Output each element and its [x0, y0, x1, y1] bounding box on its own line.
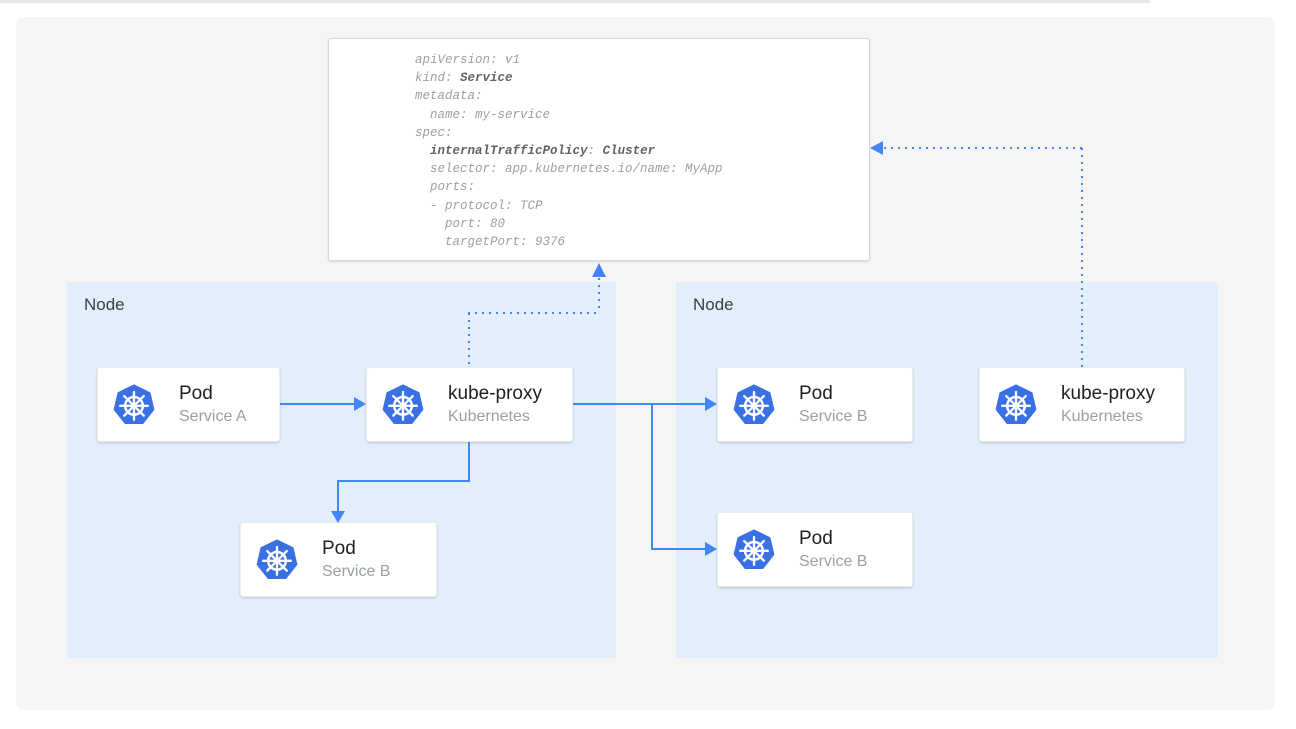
card-title: Pod [799, 528, 833, 549]
card-subtitle: Kubernetes [448, 408, 530, 425]
yaml-line: targetPort: 9376 [415, 235, 566, 250]
yaml-code-lines: apiVersion: v1 kind: Service metadata: nam… [415, 51, 859, 251]
yaml-line: port: 80 [415, 216, 506, 231]
arrow-pod-a-to-kube-proxy [280, 403, 354, 405]
yaml-line: apiVersion: v1 [415, 53, 521, 67]
arrow-kube-proxy-to-pod-b-left [468, 442, 470, 482]
arrowhead-kube-proxy-to-pod-b-right-top [705, 397, 717, 411]
diagram-canvas: apiVersion: v1 kind: Service metadata: nam… [16, 17, 1275, 710]
arrow-kube-proxy-to-pod-b-left [337, 480, 339, 511]
yaml-line: - protocol: TCP [415, 198, 543, 213]
arrowhead-kube-proxy-right-to-yaml [870, 141, 883, 155]
arrow-kube-proxy-to-pod-b-right-top [573, 403, 705, 405]
yaml-line: selector: app.kubernetes.io/name: MyApp [415, 162, 723, 177]
card-title: kube-proxy [1061, 383, 1155, 404]
card-kube-proxy-right: kube-proxy Kubernetes [979, 367, 1185, 442]
kubernetes-logo-icon [113, 383, 155, 424]
dotted-arrow-kube-proxy-right-to-yaml [884, 147, 1082, 149]
arrowhead-kube-proxy-to-pod-b-left [331, 511, 345, 523]
yaml-line: internalTrafficPolicy: Cluster [430, 144, 656, 159]
card-subtitle: Service B [799, 408, 868, 425]
card-kube-proxy-left: kube-proxy Kubernetes [366, 367, 573, 442]
yaml-line: name: my-service [415, 107, 551, 122]
card-pod-service-b-right-bottom: Pod Service B [717, 512, 913, 587]
card-subtitle: Service B [322, 563, 391, 580]
arrowhead-kube-proxy-to-pod-b-right-bottom [705, 542, 717, 556]
top-divider [0, 0, 1150, 3]
card-pod-service-b-right-top: Pod Service B [717, 367, 913, 442]
card-subtitle: Kubernetes [1061, 408, 1143, 425]
card-pod-service-a: Pod Service A [97, 367, 280, 442]
card-title: kube-proxy [448, 383, 542, 404]
dotted-arrow-kube-proxy-left-to-yaml [468, 313, 470, 367]
service-yaml-box: apiVersion: v1 kind: Service metadata: nam… [328, 38, 870, 261]
kubernetes-logo-icon [382, 383, 424, 424]
yaml-line: metadata: [415, 89, 483, 104]
yaml-line: ports: [415, 180, 476, 195]
card-subtitle: Service A [179, 408, 247, 425]
kubernetes-logo-icon [995, 383, 1037, 424]
dotted-arrow-kube-proxy-left-to-yaml [468, 312, 600, 314]
kubernetes-logo-icon [733, 383, 775, 424]
kubernetes-logo-icon [733, 528, 775, 569]
card-title: Pod [322, 538, 356, 559]
yaml-line: kind: Service [415, 71, 513, 86]
arrowhead-pod-a-to-kube-proxy [354, 397, 366, 411]
node-left-label: Node [84, 295, 125, 314]
node-right: Node [676, 282, 1218, 658]
card-title: Pod [799, 383, 833, 404]
arrowhead-kube-proxy-left-to-yaml [592, 263, 606, 277]
dotted-arrow-kube-proxy-right-to-yaml [1081, 148, 1083, 367]
node-left: Node [67, 282, 616, 658]
arrow-kube-proxy-to-pod-b-left [337, 480, 470, 482]
node-right-label: Node [693, 295, 734, 314]
arrow-kube-proxy-to-pod-b-right-bottom [651, 548, 705, 550]
card-title: Pod [179, 383, 213, 404]
yaml-line: spec: [415, 125, 453, 140]
arrow-kube-proxy-to-pod-b-right-bottom [651, 403, 653, 549]
card-pod-service-b-left: Pod Service B [240, 522, 437, 597]
dotted-arrow-kube-proxy-left-to-yaml [598, 278, 600, 313]
kubernetes-logo-icon [256, 538, 298, 579]
card-subtitle: Service B [799, 553, 868, 570]
